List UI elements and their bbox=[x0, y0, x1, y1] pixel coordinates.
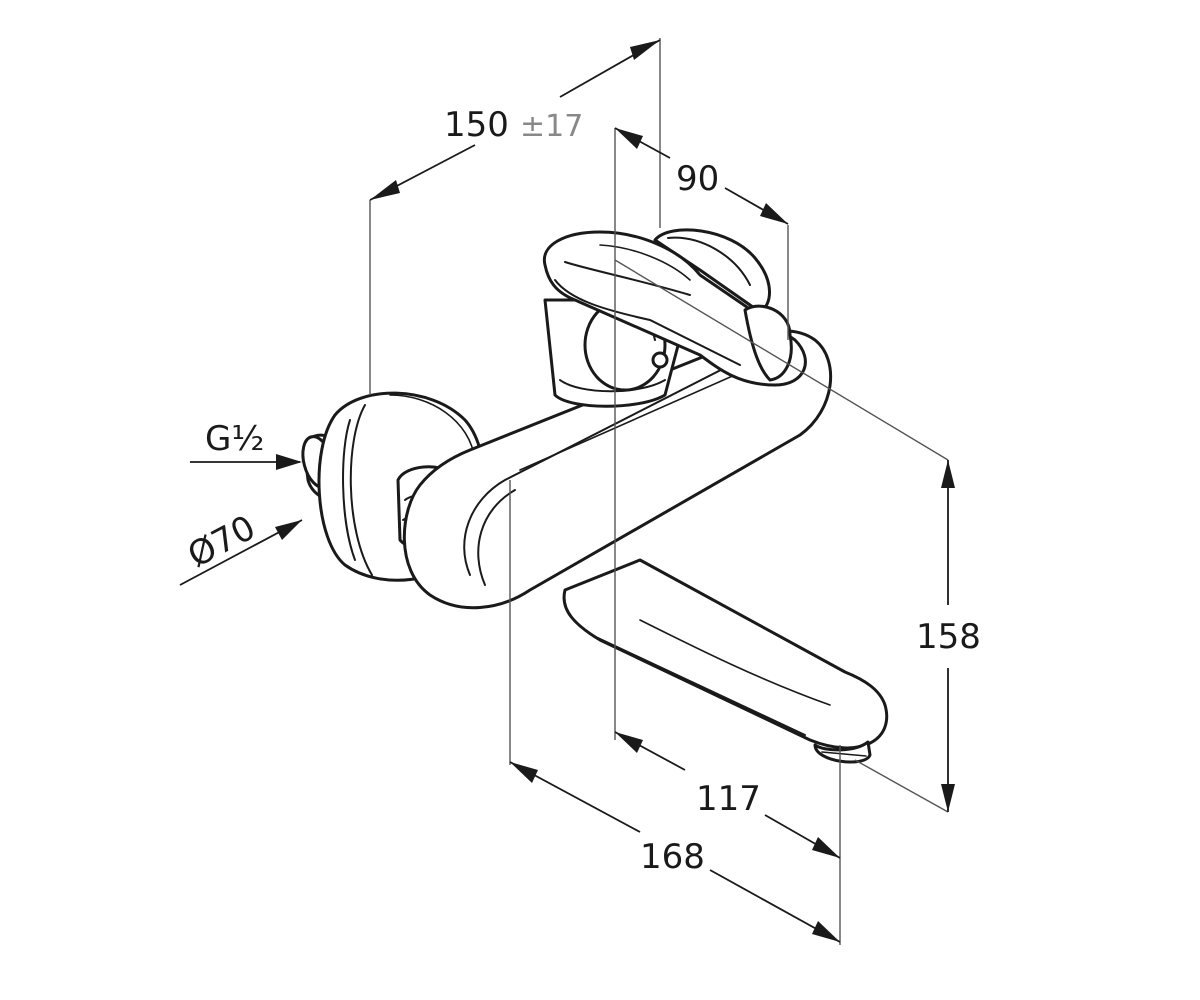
dimension-lines bbox=[179, 38, 955, 945]
label-thread: G½ bbox=[205, 419, 264, 459]
dimension-labels: 150 ±17 90 158 117 168 G½ Ø70 bbox=[181, 105, 980, 877]
label-width-tolerance: ±17 bbox=[520, 109, 583, 144]
label-height: 158 bbox=[916, 617, 981, 657]
lever bbox=[542, 230, 807, 387]
label-total-reach: 168 bbox=[640, 837, 705, 877]
faucet-illustration bbox=[301, 228, 889, 764]
label-rosette-diameter: Ø70 bbox=[181, 508, 262, 576]
spout bbox=[562, 558, 889, 764]
label-lever-width: 90 bbox=[676, 159, 719, 199]
label-width-total: 150 bbox=[444, 105, 509, 145]
label-spout-reach: 117 bbox=[696, 779, 761, 819]
